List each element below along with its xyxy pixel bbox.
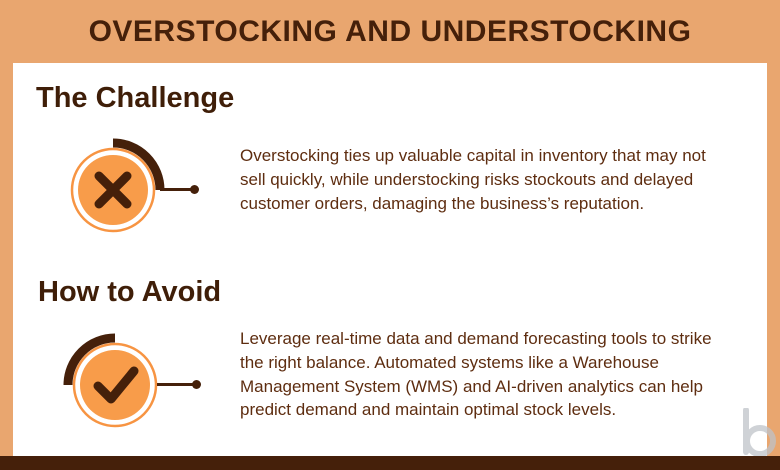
avoid-heading: How to Avoid [38, 276, 222, 308]
check-mark-icon [60, 330, 170, 445]
challenge-heading: The Challenge [36, 82, 235, 114]
x-mark-icon [58, 135, 168, 250]
bottom-bar [0, 456, 780, 470]
avoid-text: Leverage real-time data and demand forec… [240, 329, 712, 420]
page-title: OVERSTOCKING AND UNDERSTOCKING [88, 14, 692, 48]
connector-dot [192, 380, 201, 389]
title-banner: OVERSTOCKING AND UNDERSTOCKING [0, 0, 780, 63]
connector-line [160, 188, 191, 191]
left-border-stripe [0, 0, 13, 470]
right-border-stripe [767, 0, 780, 470]
connector-line [157, 383, 193, 386]
connector-dot [190, 185, 199, 194]
watermark-logo [743, 408, 776, 457]
challenge-text: Overstocking ties up valuable capital in… [240, 146, 706, 213]
